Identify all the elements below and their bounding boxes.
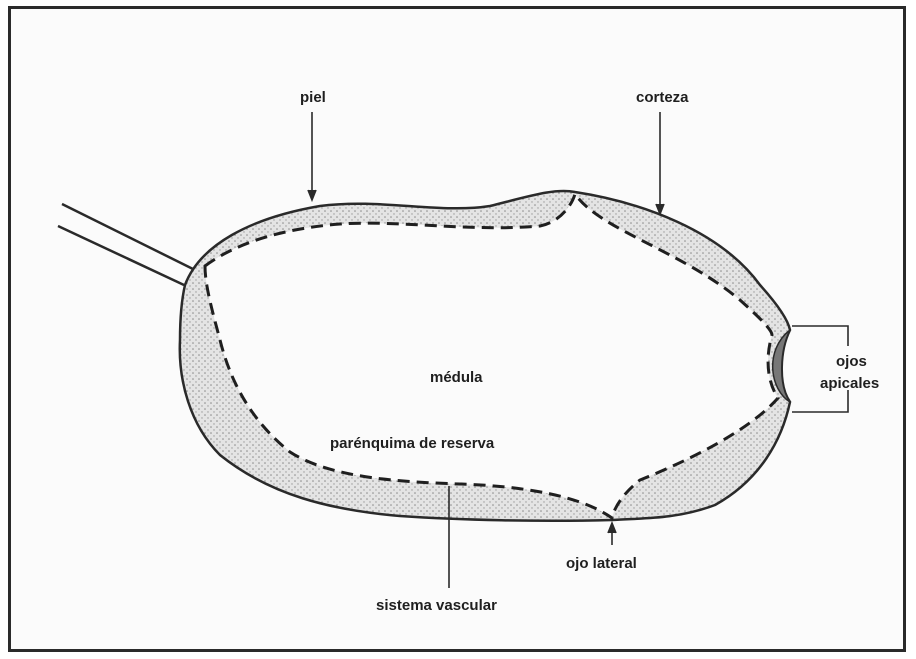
label-piel: piel: [300, 89, 326, 106]
label-ojos: ojos: [836, 353, 867, 370]
label-medula: médula: [430, 369, 483, 386]
label-apicales: apicales: [820, 375, 879, 392]
stolon: [58, 204, 195, 285]
label-corteza: corteza: [636, 89, 689, 106]
label-ojo-lateral: ojo lateral: [566, 555, 637, 572]
label-sistema-vascular: sistema vascular: [376, 597, 497, 614]
label-parenquima: parénquima de reserva: [330, 435, 495, 452]
